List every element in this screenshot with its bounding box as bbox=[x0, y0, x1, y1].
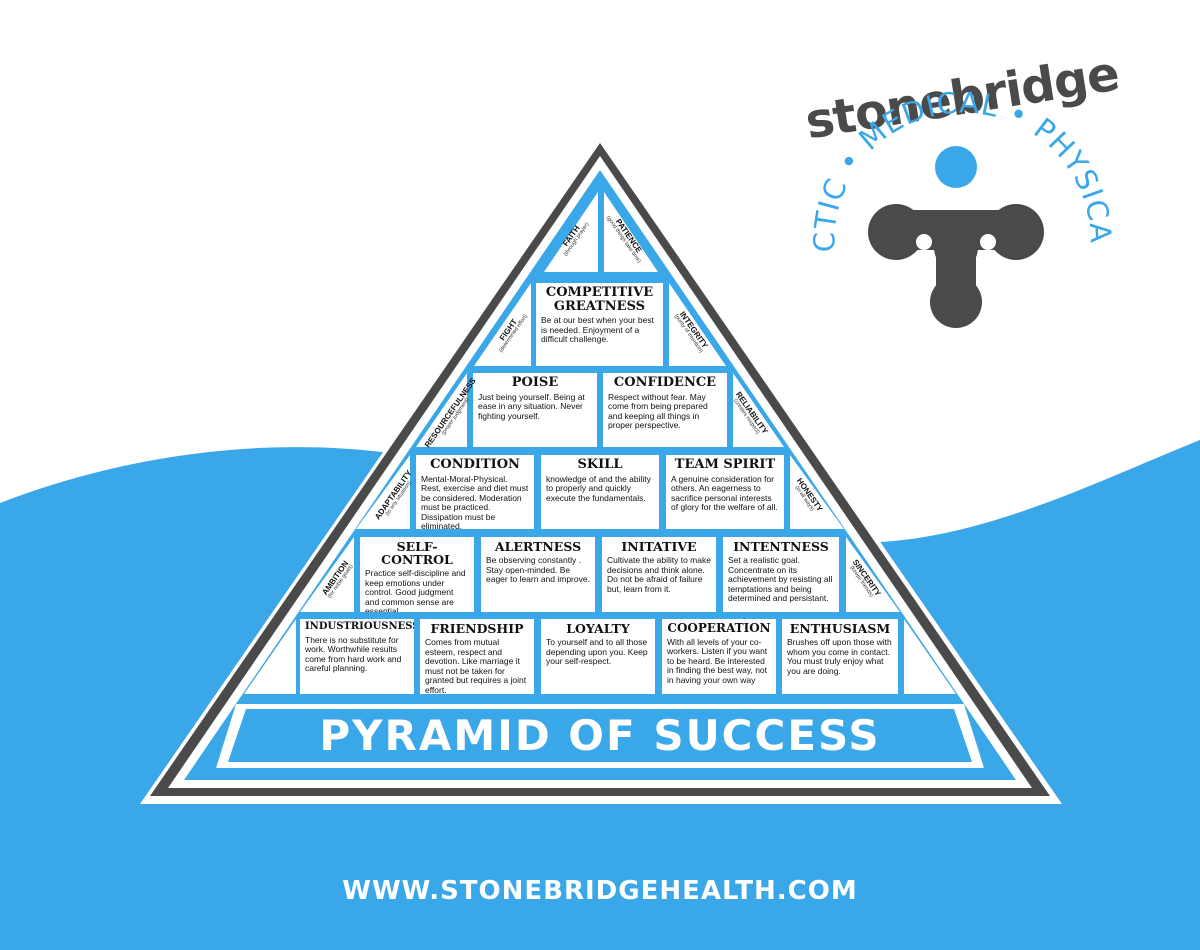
block-loyalty: LOYALTY To yourself and to all those dep… bbox=[541, 619, 655, 694]
block-desc: To yourself and to all those depending u… bbox=[546, 637, 648, 667]
stonebridge-logo: CHIROPRACTIC • MEDICAL • PHYSICAL THERAP… bbox=[790, 40, 1117, 328]
block-title: ENTHUSIASM bbox=[789, 621, 891, 636]
logo-head-dot bbox=[935, 146, 977, 188]
block-desc: Brushes off upon those with whom you com… bbox=[787, 637, 892, 676]
logo-figure-icon bbox=[868, 204, 1044, 328]
block-desc: Be at our best when your best is needed.… bbox=[541, 315, 654, 345]
block-friendship: FRIENDSHIP Comes from mutual esteem, res… bbox=[420, 619, 534, 694]
block-desc: Practice self-discipline and keep emotio… bbox=[365, 568, 466, 612]
block-desc: Set a realistic goal. Concentrate on its… bbox=[728, 555, 833, 604]
block-title: LOYALTY bbox=[566, 621, 630, 636]
block-desc: There is no substitute for work. Worthwh… bbox=[305, 634, 402, 674]
block-intentness: INTENTNESS Set a realistic goal. Concent… bbox=[723, 537, 839, 612]
block-enthusiasm: ENTHUSIASM Brushes off upon those with w… bbox=[782, 619, 898, 694]
block-desc: Mental-Moral-Physical. Rest, exercise an… bbox=[421, 473, 529, 529]
block-desc: With all levels of your co-workers. List… bbox=[667, 636, 768, 685]
block-skill: SKILL knowledge of and the ability to pr… bbox=[541, 455, 659, 529]
block-title: TEAM SPIRIT bbox=[674, 457, 776, 472]
block-confidence: CONFIDENCE Respect without fear. May com… bbox=[603, 373, 727, 447]
block-desc: Respect without fear. May come from bein… bbox=[608, 391, 708, 431]
block-title: FRIENDSHIP bbox=[430, 621, 524, 636]
block-team-spirit: TEAM SPIRIT A genuine consideration for … bbox=[666, 455, 784, 529]
block-condition: CONDITION Mental-Moral-Physical. Rest, e… bbox=[416, 455, 534, 529]
block-competitive-greatness: COMPETITIVE GREATNESS Be at our best whe… bbox=[536, 283, 663, 366]
block-title: CONFIDENCE bbox=[613, 375, 717, 390]
block-title: ALERTNESS bbox=[494, 539, 582, 554]
block-title: INITATIVE bbox=[621, 539, 697, 554]
block-industriousness: INDUSTRIOUSNESS There is no substitute f… bbox=[300, 619, 414, 694]
pyramid-banner-title: PYRAMID OF SUCCESS bbox=[319, 711, 881, 760]
block-title: COMPETITIVE GREATNESS bbox=[545, 285, 654, 314]
block-desc: knowledge of and the ability to properly… bbox=[546, 473, 651, 503]
block-initative: INITATIVE Cultivate the ability to make … bbox=[602, 537, 716, 612]
block-title: INDUSTRIOUSNESS bbox=[305, 621, 414, 632]
block-title: COOPERATION bbox=[667, 621, 771, 635]
block-desc: Be observing constantly . Stay open-mind… bbox=[486, 555, 590, 585]
block-desc: Comes from mutual esteem, respect and de… bbox=[425, 637, 527, 694]
block-title: SKILL bbox=[577, 457, 623, 472]
block-alertness: ALERTNESS Be observing constantly . Stay… bbox=[481, 537, 595, 612]
footer-url[interactable]: WWW.STONEBRIDGEHEALTH.COM bbox=[342, 876, 858, 906]
block-desc: Just being yourself. Being at ease in an… bbox=[478, 391, 585, 421]
block-title: POISE bbox=[511, 375, 559, 390]
block-title: CONDITION bbox=[430, 457, 520, 472]
block-cooperation: COOPERATION With all levels of your co-w… bbox=[662, 619, 776, 694]
block-desc: A genuine consideration for others. An e… bbox=[671, 473, 778, 513]
block-desc: Cultivate the ability to make decisions … bbox=[607, 555, 711, 594]
block-title: SELF-CONTROL bbox=[381, 539, 453, 568]
block-self-control: SELF-CONTROL Practice self-discipline an… bbox=[360, 537, 474, 612]
block-poise: POISE Just being yourself. Being at ease… bbox=[473, 373, 597, 447]
block-title: INTENTNESS bbox=[733, 539, 829, 554]
